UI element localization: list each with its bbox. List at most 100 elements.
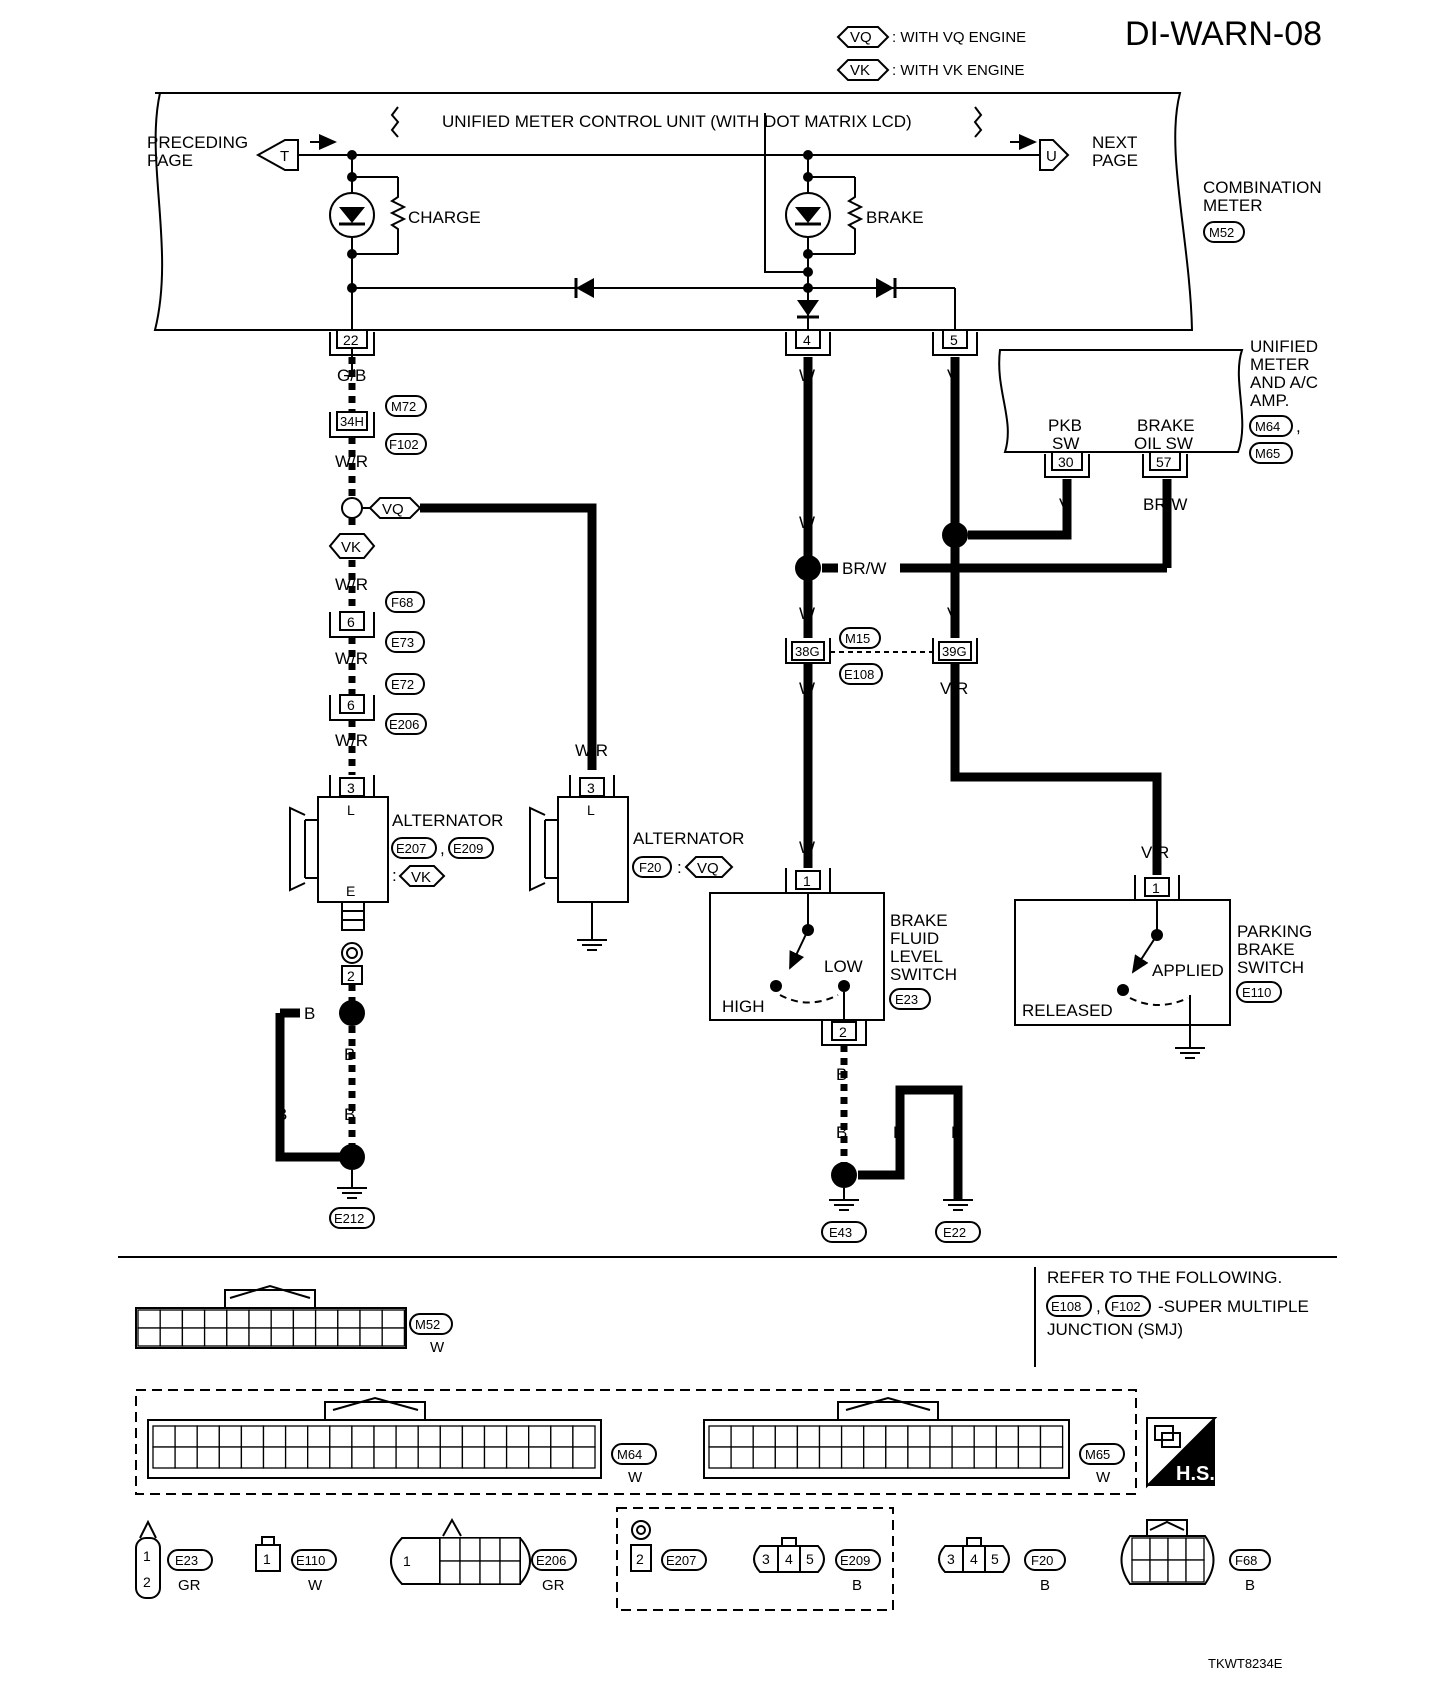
tag-vq-alt-label: VQ: [697, 860, 719, 877]
connector-pin-label: 61: [800, 0, 818, 4]
connector-pin: [439, 1425, 464, 1448]
alt-vk-colon: :: [392, 866, 397, 885]
connector-pin-label: 10: [185, 0, 203, 4]
svg-text:B: B: [1040, 1577, 1050, 1594]
connector-pin-label: 59: [755, 0, 773, 4]
connector-pin: [479, 1537, 501, 1562]
connector-pin-label: 15: [465, 0, 483, 4]
connector-pin: [262, 1425, 287, 1448]
svg-text:F68: F68: [391, 595, 413, 610]
connector-pin: [459, 1537, 481, 1562]
svg-text:W: W: [1096, 1469, 1111, 1486]
connector-pin: [196, 1425, 220, 1448]
svg-text:E212: E212: [334, 1211, 364, 1226]
connector-pin: [818, 1446, 843, 1469]
connector-pin: [314, 1327, 339, 1347]
connector-pin-label: 43: [755, 0, 773, 4]
connector-pin: [973, 1446, 997, 1469]
connector-pin: [907, 1425, 931, 1448]
connector-pin: [951, 1425, 975, 1448]
svg-text:E209: E209: [453, 841, 483, 856]
connector-pin: [395, 1425, 419, 1448]
connector-pin-label: 20: [575, 0, 593, 4]
diagram-code: DI-WARN-08: [1125, 15, 1322, 53]
connector-pin: [292, 1327, 317, 1347]
connector-pin-label: 22: [177, 0, 195, 4]
wire-wr-vq: [420, 503, 597, 770]
connector-view-e207: 2 E207: [630, 1520, 707, 1572]
parking-brake-switch: 1 APPLIED RELEASED: [1014, 875, 1231, 1059]
connector-pin-label: 44: [777, 0, 795, 4]
svg-text:34H: 34H: [340, 414, 364, 429]
wire-wr-3-label: W/R: [335, 649, 368, 668]
connector-pin: [314, 1309, 339, 1329]
connector-pin: [1167, 1559, 1187, 1583]
svg-text:RELEASED: RELEASED: [1022, 1001, 1113, 1020]
connector-pin: [337, 1309, 361, 1329]
svg-text:1: 1: [1152, 880, 1160, 896]
tag-f102: [385, 433, 427, 455]
connector-pin: [885, 1425, 909, 1448]
ground-e212: E212: [329, 1170, 375, 1229]
e207-e209-group: [616, 1507, 894, 1611]
brake-oil-sw-label: BRAKE: [1137, 416, 1195, 435]
connector-pin-label: 5: [1137, 0, 1146, 4]
svg-text:H.S.: H.S.: [1176, 1463, 1215, 1485]
svg-text:E108: E108: [844, 667, 874, 682]
connector-pin: [752, 1425, 776, 1448]
connector-pin: [351, 1446, 375, 1469]
parking-name-3: SWITCH: [1237, 958, 1304, 977]
m64-m65-group: [135, 1389, 1137, 1495]
connector-pin-label: 52: [954, 0, 972, 4]
connector-pin-label: 57: [711, 0, 729, 4]
ground-e43: E43: [821, 1188, 867, 1243]
svg-text:B: B: [852, 1577, 862, 1594]
connector-pin-label: 13: [384, 0, 402, 4]
wire-v-amp-label: V: [1059, 495, 1071, 514]
pkb-sw-label-2: SW: [1052, 434, 1079, 453]
alt-vk-comma: ,: [440, 839, 445, 858]
svg-text:4: 4: [803, 332, 811, 348]
connector-pin: [774, 1446, 799, 1469]
connector-pin-label: 63: [844, 0, 862, 4]
svg-text:6: 6: [347, 697, 355, 713]
svg-text:M64: M64: [617, 1447, 642, 1462]
connector-pin: [499, 1560, 521, 1585]
svg-text:2: 2: [839, 1024, 847, 1040]
brake-fluid-name: BRAKE: [890, 911, 948, 930]
tag-vq-branch: VQ: [368, 497, 422, 519]
connector-pin: [572, 1425, 596, 1448]
connector-pin: [248, 1327, 272, 1347]
connector-pin-label: 7: [292, 0, 301, 4]
wire-brw-label: BR/W: [842, 559, 886, 578]
wire-b-label-a: B: [304, 1004, 315, 1023]
connector-pin: [1017, 1446, 1042, 1469]
svg-text:38G: 38G: [795, 644, 820, 659]
wire-b-label-d: B: [344, 1105, 355, 1124]
connector-pin-label: 6: [446, 0, 455, 4]
svg-text:UNIFIED METER CONTROL UNIT (WI: UNIFIED METER CONTROL UNIT (WITH DOT MAT…: [442, 112, 912, 131]
svg-text:M72: M72: [391, 399, 416, 414]
svg-text:VQ: VQ: [850, 29, 872, 46]
connector-pin: [292, 1309, 317, 1329]
connector-pin-label: 11: [163, 0, 180, 4]
connector-pin: [262, 1446, 287, 1469]
connector-6-a: 6: [329, 611, 375, 638]
connector-pin: [1149, 1537, 1169, 1561]
connector-pin: [351, 1425, 375, 1448]
connector-pin-label: 21: [207, 0, 225, 4]
svg-text:VK: VK: [850, 62, 870, 79]
connector-pin: [329, 1446, 353, 1469]
connector-pin: [1039, 1425, 1064, 1448]
figure-id: TKWT8234E: [1208, 1656, 1283, 1671]
wire-b-label-h: B: [951, 1123, 962, 1142]
connector-pin: [218, 1446, 243, 1469]
connector-pin-label: 37: [509, 0, 527, 4]
connector-pin: [461, 1425, 486, 1448]
connector-pin: [929, 1446, 953, 1469]
svg-text:1: 1: [403, 1553, 411, 1569]
svg-text:3: 3: [762, 1551, 770, 1567]
svg-text:E108: E108: [1051, 1299, 1081, 1314]
connector-pin-label: 9: [336, 0, 345, 4]
connector-pin: [395, 1446, 419, 1469]
